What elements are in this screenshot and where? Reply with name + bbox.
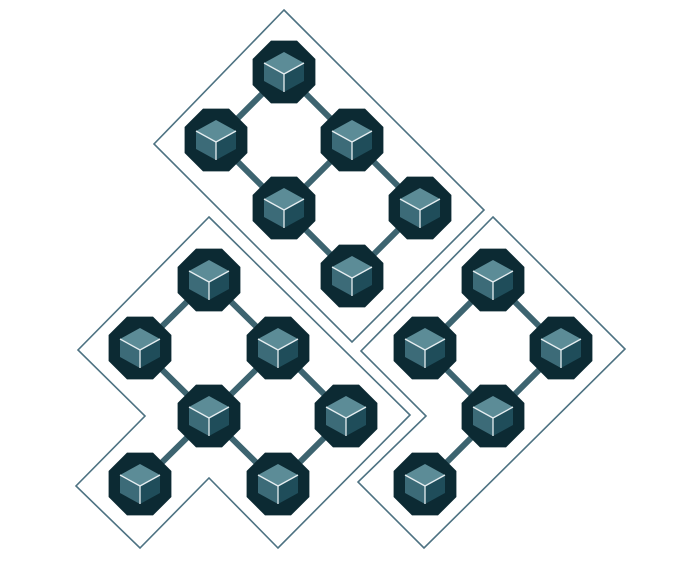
cube-icon	[108, 452, 172, 516]
cube-icon	[320, 108, 384, 172]
cube-icon	[177, 248, 241, 312]
cube-icon	[177, 384, 241, 448]
cube-icon	[252, 40, 316, 104]
cube-icon	[388, 176, 452, 240]
cube-icon	[108, 316, 172, 380]
right-cluster-outline	[356, 215, 627, 550]
cube-icon	[320, 244, 384, 308]
cube-icon	[461, 384, 525, 448]
cube-icon	[184, 108, 248, 172]
cube-icon	[252, 176, 316, 240]
cube-icon	[393, 452, 457, 516]
group-outlines	[74, 8, 627, 550]
cube-icon	[461, 248, 525, 312]
cube-icon	[529, 316, 593, 380]
cube-icon	[246, 452, 310, 516]
cube-icon	[246, 316, 310, 380]
cube-icon	[314, 384, 378, 448]
node-icons	[108, 40, 593, 516]
cube-icon	[393, 316, 457, 380]
left-cluster-outline	[74, 215, 412, 550]
top-cluster-outline	[152, 8, 486, 344]
